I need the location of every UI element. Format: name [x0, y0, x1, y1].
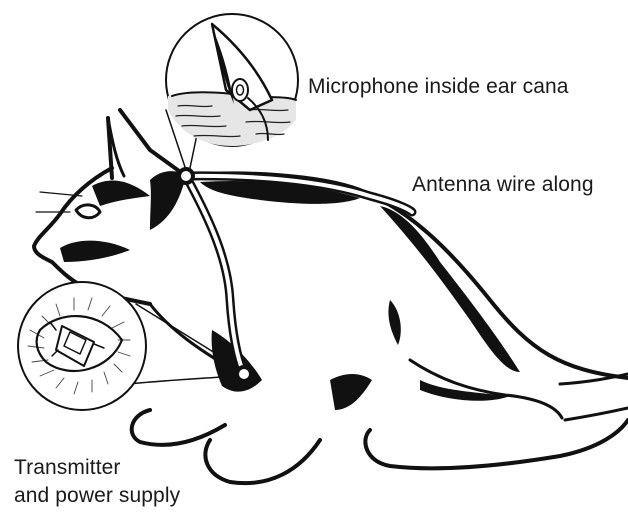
transmitter-label-line2: and power supply: [14, 484, 181, 507]
antenna-wire: [181, 171, 417, 379]
antenna-label: Antenna wire along: [412, 173, 594, 196]
transmitter-closeup-inset: [17, 281, 237, 411]
microphone-label: Microphone inside ear cana: [308, 75, 569, 98]
chest-node: [235, 365, 253, 383]
transmitter-label-line1: Transmitter: [14, 456, 121, 479]
ear-node: [177, 167, 195, 185]
ear-closeup-inset: [165, 13, 299, 171]
